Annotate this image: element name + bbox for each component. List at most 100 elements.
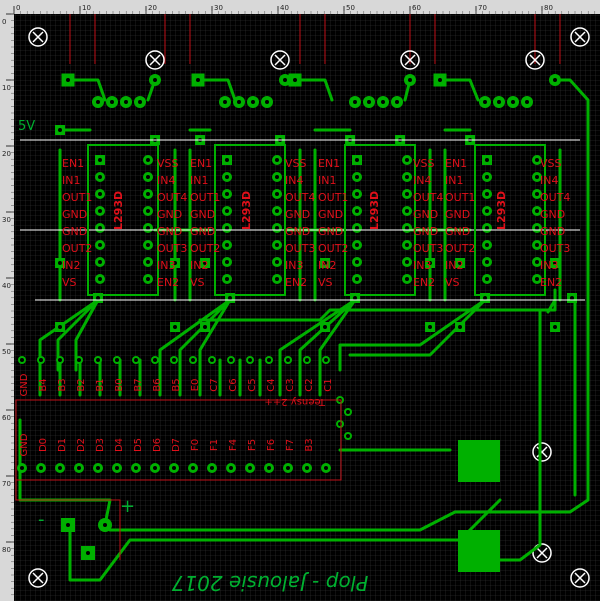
round-pad[interactable] <box>402 206 412 216</box>
round-pad[interactable] <box>322 356 330 364</box>
round-pad[interactable] <box>352 206 362 216</box>
round-pad[interactable] <box>188 463 198 473</box>
round-pad[interactable] <box>222 223 232 233</box>
round-pad[interactable] <box>112 463 122 473</box>
round-pad[interactable] <box>363 96 375 108</box>
round-pad[interactable] <box>132 356 140 364</box>
round-pad[interactable] <box>143 189 153 199</box>
round-pad[interactable] <box>143 274 153 284</box>
square-pad[interactable] <box>433 73 447 87</box>
square-pad[interactable] <box>61 73 75 87</box>
power-pad-1[interactable] <box>458 440 500 482</box>
round-pad[interactable] <box>106 96 118 108</box>
round-pad[interactable] <box>17 463 27 473</box>
square-pad[interactable] <box>352 155 362 165</box>
round-pad[interactable] <box>493 96 505 108</box>
round-pad[interactable] <box>74 463 84 473</box>
round-pad[interactable] <box>402 172 412 182</box>
round-pad[interactable] <box>261 96 273 108</box>
round-pad[interactable] <box>36 463 46 473</box>
round-pad[interactable] <box>532 240 542 250</box>
square-pad[interactable] <box>455 258 465 268</box>
round-pad[interactable] <box>143 223 153 233</box>
round-pad[interactable] <box>98 518 112 532</box>
round-pad[interactable] <box>482 172 492 182</box>
square-pad[interactable] <box>288 73 302 87</box>
round-pad[interactable] <box>402 189 412 199</box>
round-pad[interactable] <box>377 96 389 108</box>
round-pad[interactable] <box>227 356 235 364</box>
square-pad[interactable] <box>222 155 232 165</box>
round-pad[interactable] <box>18 356 26 364</box>
square-pad[interactable] <box>191 73 205 87</box>
square-pad[interactable] <box>567 293 577 303</box>
round-pad[interactable] <box>482 223 492 233</box>
round-pad[interactable] <box>402 274 412 284</box>
round-pad[interactable] <box>149 74 161 86</box>
round-pad[interactable] <box>303 356 311 364</box>
square-pad[interactable] <box>200 322 210 332</box>
round-pad[interactable] <box>247 96 259 108</box>
round-pad[interactable] <box>272 206 282 216</box>
round-pad[interactable] <box>189 356 197 364</box>
round-pad[interactable] <box>482 189 492 199</box>
round-pad[interactable] <box>92 96 104 108</box>
round-pad[interactable] <box>233 96 245 108</box>
round-pad[interactable] <box>37 356 45 364</box>
round-pad[interactable] <box>402 155 412 165</box>
round-pad[interactable] <box>302 463 312 473</box>
round-pad[interactable] <box>532 189 542 199</box>
round-pad[interactable] <box>143 155 153 165</box>
square-pad[interactable] <box>55 322 65 332</box>
round-pad[interactable] <box>482 274 492 284</box>
round-pad[interactable] <box>402 240 412 250</box>
round-pad[interactable] <box>482 257 492 267</box>
round-pad[interactable] <box>402 223 412 233</box>
square-pad[interactable] <box>200 258 210 268</box>
round-pad[interactable] <box>352 240 362 250</box>
square-pad[interactable] <box>350 293 360 303</box>
square-pad[interactable] <box>550 322 560 332</box>
round-pad[interactable] <box>482 206 492 216</box>
square-pad[interactable] <box>425 258 435 268</box>
round-pad[interactable] <box>143 257 153 267</box>
round-pad[interactable] <box>352 172 362 182</box>
round-pad[interactable] <box>272 274 282 284</box>
square-pad[interactable] <box>55 125 65 135</box>
square-pad[interactable] <box>320 322 330 332</box>
round-pad[interactable] <box>272 172 282 182</box>
round-pad[interactable] <box>93 463 103 473</box>
square-pad[interactable] <box>455 322 465 332</box>
round-pad[interactable] <box>245 463 255 473</box>
round-pad[interactable] <box>336 420 344 428</box>
square-pad[interactable] <box>550 258 560 268</box>
round-pad[interactable] <box>55 463 65 473</box>
round-pad[interactable] <box>246 356 254 364</box>
round-pad[interactable] <box>532 172 542 182</box>
square-pad[interactable] <box>55 258 65 268</box>
round-pad[interactable] <box>264 463 274 473</box>
round-pad[interactable] <box>143 240 153 250</box>
round-pad[interactable] <box>95 189 105 199</box>
round-pad[interactable] <box>521 96 533 108</box>
round-pad[interactable] <box>402 257 412 267</box>
round-pad[interactable] <box>283 463 293 473</box>
square-pad[interactable] <box>170 322 180 332</box>
round-pad[interactable] <box>272 257 282 267</box>
round-pad[interactable] <box>549 74 561 86</box>
round-pad[interactable] <box>532 155 542 165</box>
square-pad[interactable] <box>482 155 492 165</box>
round-pad[interactable] <box>75 356 83 364</box>
round-pad[interactable] <box>532 206 542 216</box>
round-pad[interactable] <box>352 274 362 284</box>
round-pad[interactable] <box>169 463 179 473</box>
round-pad[interactable] <box>344 408 352 416</box>
round-pad[interactable] <box>482 240 492 250</box>
round-pad[interactable] <box>151 356 159 364</box>
round-pad[interactable] <box>272 155 282 165</box>
round-pad[interactable] <box>532 274 542 284</box>
round-pad[interactable] <box>207 463 217 473</box>
square-pad[interactable] <box>320 258 330 268</box>
round-pad[interactable] <box>56 356 64 364</box>
round-pad[interactable] <box>507 96 519 108</box>
